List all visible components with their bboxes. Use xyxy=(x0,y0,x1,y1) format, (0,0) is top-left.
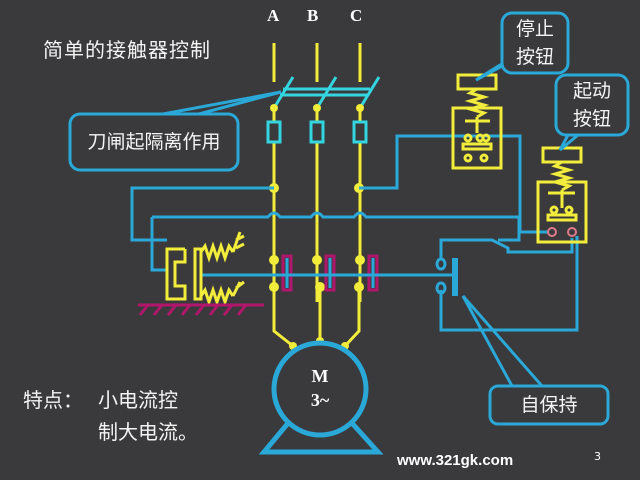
knife-switch-callout: 刀闸起隔离作用 xyxy=(87,131,221,153)
motor xyxy=(258,340,384,455)
knife-callout-pointer xyxy=(162,90,282,116)
start-button-callout: 起动 按钮 xyxy=(556,77,628,133)
power-lines-top xyxy=(272,43,362,82)
phase-label-a: A xyxy=(267,6,280,25)
ground-symbol xyxy=(138,303,264,316)
watermark: www.321gk.com xyxy=(397,452,514,469)
self-hold-pointer xyxy=(461,295,546,388)
feature-line1: 小电流控 xyxy=(98,388,178,412)
start-button-label-line1: 起动 xyxy=(572,80,611,102)
stop-button-label-line1: 停止 xyxy=(515,18,554,40)
fuses xyxy=(266,120,368,144)
motor-symbol: M xyxy=(311,366,329,386)
phase-label-c: C xyxy=(350,6,363,25)
feature-label: 特点： xyxy=(23,388,83,412)
slide-title: 简单的接触器控制 xyxy=(43,38,211,62)
start-button-label-line2: 按钮 xyxy=(572,108,611,130)
contactor-coil xyxy=(165,231,245,307)
phase-label-b: B xyxy=(307,6,319,25)
start-button-symbol xyxy=(536,146,588,244)
knife-switch xyxy=(272,76,381,109)
callout-boxes xyxy=(68,11,630,426)
feature-line2: 制大电流。 xyxy=(98,420,198,444)
motor-type: 3~ xyxy=(310,390,330,410)
aux-contacts xyxy=(435,257,447,295)
control-wiring xyxy=(130,134,579,332)
start-button-terminals xyxy=(547,227,577,237)
aux-contact-bar xyxy=(452,258,458,296)
page-number: 3 xyxy=(594,450,601,463)
stop-button-label-line2: 按钮 xyxy=(515,46,554,68)
self-hold-callout: 自保持 xyxy=(520,394,578,416)
main-contacts xyxy=(281,254,379,292)
stop-button-symbol xyxy=(451,73,503,170)
power-lines-motor xyxy=(272,287,361,348)
stop-button-callout: 停止 按钮 xyxy=(502,15,568,71)
stop-callout-pointer xyxy=(475,63,505,82)
